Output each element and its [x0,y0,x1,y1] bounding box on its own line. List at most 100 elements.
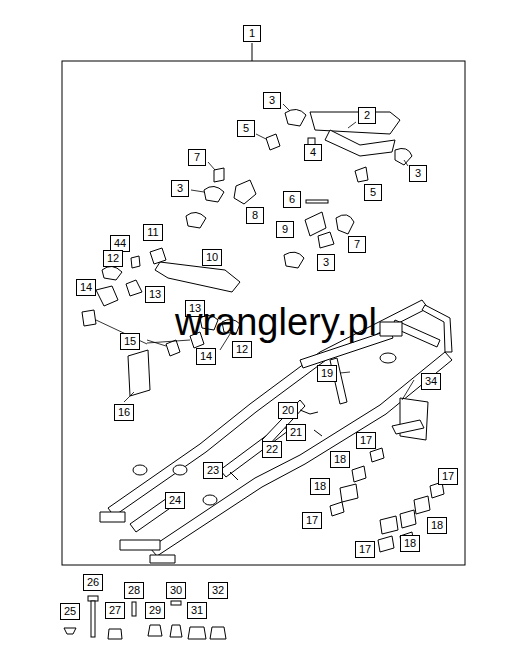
callout-number: 22 [266,443,278,456]
callout-number: 3 [321,256,331,269]
callout-number: 15 [124,335,136,348]
callout-box: 3 [171,180,189,197]
leader-line [252,43,253,61]
group-frame [62,61,465,565]
callout-box: 10 [202,249,222,266]
callout-number: 11 [147,226,158,239]
callout-box: 17 [355,541,375,558]
callout-box: 18 [427,517,447,534]
callout-number: 3 [175,182,185,195]
callout-box: 31 [187,602,207,619]
callout-box: 14 [196,348,216,365]
callout-number: 18 [404,537,416,550]
callout-number: 1 [247,27,257,40]
callout-box: 8 [246,207,264,224]
callout-number: 12 [107,252,119,265]
callout-box: 14 [76,279,96,296]
callout-number: 6 [287,193,297,206]
callout-box: 5 [364,184,382,201]
callout-box: 6 [283,191,301,208]
callout-box: 30 [166,582,186,599]
callout-number: 5 [368,186,378,199]
callout-number: 31 [191,604,203,617]
callout-number: 18 [431,519,443,532]
callout-box: 26 [83,574,103,591]
callout-number: 5 [241,122,251,135]
callout-box: 27 [105,602,125,619]
callout-number: 32 [212,584,224,597]
callout-box: 16 [114,404,134,421]
callout-number: 16 [118,406,130,419]
callout-box: 29 [145,602,165,619]
callout-number: 7 [192,151,202,164]
callout-box: 28 [124,582,144,599]
watermark: wranglery.pl [175,301,377,343]
callout-number: 2 [362,109,372,122]
callout-box: 17 [356,432,376,449]
callout-box: 20 [278,402,298,419]
callout-number: 13 [149,288,161,301]
callout-box: 7 [348,236,366,253]
callout-box: 19 [317,365,337,382]
callout-number: 30 [170,584,182,597]
callout-number: 19 [321,367,333,380]
callout-number: 27 [109,604,121,617]
callout-box: 18 [330,451,350,468]
callout-number: 8 [250,209,260,222]
callout-box: 5 [237,120,255,137]
callout-box: 18 [400,535,420,552]
callout-number: 3 [413,167,423,180]
callout-number: 25 [64,605,76,618]
callout-number: 7 [352,238,362,251]
callout-box: 34 [421,373,441,390]
callout-number: 17 [359,543,371,556]
callout-number: 3 [267,94,277,107]
callout-box: 7 [188,149,206,166]
callout-box: 17 [302,512,322,529]
callout-box: 11 [143,224,162,241]
callout-box: 1 [243,25,261,42]
callout-box: 22 [262,441,282,458]
callout-box: 13 [145,286,165,303]
callout-number: 9 [280,223,290,236]
callout-number: 24 [169,494,181,507]
callout-number: 18 [334,453,346,466]
callout-number: 28 [128,584,140,597]
callout-number: 44 [114,237,126,250]
callout-number: 29 [149,604,161,617]
callout-box: 12 [103,250,123,267]
callout-box: 18 [310,478,330,495]
leader-lines [96,104,414,402]
callout-number: 10 [206,251,218,264]
callout-number: 14 [80,281,92,294]
callout-box: 21 [286,424,306,441]
frame-rails [100,300,452,563]
callout-box: 4 [304,144,322,161]
callout-box: 3 [409,165,427,182]
loose-parts [82,109,444,552]
callout-box: 3 [317,254,335,271]
callout-number: 17 [306,514,318,527]
callout-number: 26 [87,576,99,589]
callout-box: 15 [120,333,140,350]
callout-number: 23 [207,464,219,477]
callout-number: 14 [200,350,212,363]
callout-number: 17 [442,470,454,483]
callout-number: 4 [308,146,318,159]
callout-box: 12 [232,341,252,358]
fasteners [64,596,226,639]
callout-number: 21 [290,426,302,439]
callout-number: 34 [425,375,437,388]
callout-box: 2 [358,107,376,124]
callout-number: 18 [314,480,326,493]
callout-number: 20 [282,404,294,417]
callout-box: 9 [276,221,294,238]
callout-number: 17 [360,434,372,447]
callout-box: 25 [60,603,80,620]
callout-box: 32 [208,582,228,599]
callout-box: 23 [203,462,223,479]
callout-box: 17 [438,468,458,485]
callout-number: 12 [236,343,248,356]
callout-box: 3 [263,92,281,109]
callout-box: 24 [165,492,185,509]
